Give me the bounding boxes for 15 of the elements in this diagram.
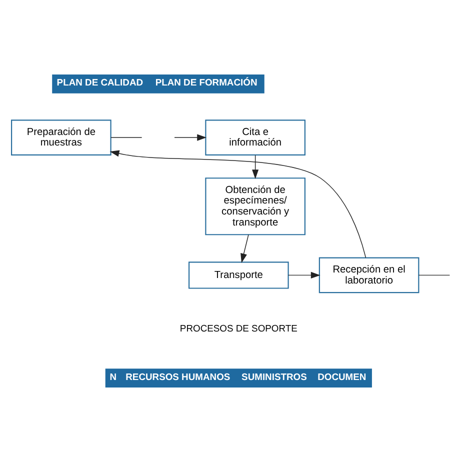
arrow	[174, 134, 207, 141]
connector	[110, 137, 142, 138]
arrow	[110, 150, 366, 258]
arrow	[288, 272, 320, 278]
label: PROCESOS DE SOPORTE	[180, 322, 298, 334]
node-box: Transporte	[188, 262, 289, 289]
node-box: Obtención de especímenes/ conservación y transporte	[205, 178, 306, 236]
connector	[418, 274, 450, 276]
node-box: Cita e información	[205, 120, 306, 156]
node-box: Preparación de muestras	[11, 120, 112, 156]
node-box: PLAN DE CALIDAD PLAN DE FORMACIÓN	[52, 74, 264, 94]
arrow	[252, 154, 259, 179]
node-box: N RECURSOS HUMANOS SUMINISTROS DOCUMEN	[105, 368, 372, 388]
node-box: Recepción en el laboratorio	[318, 257, 420, 294]
arrow	[240, 234, 249, 263]
